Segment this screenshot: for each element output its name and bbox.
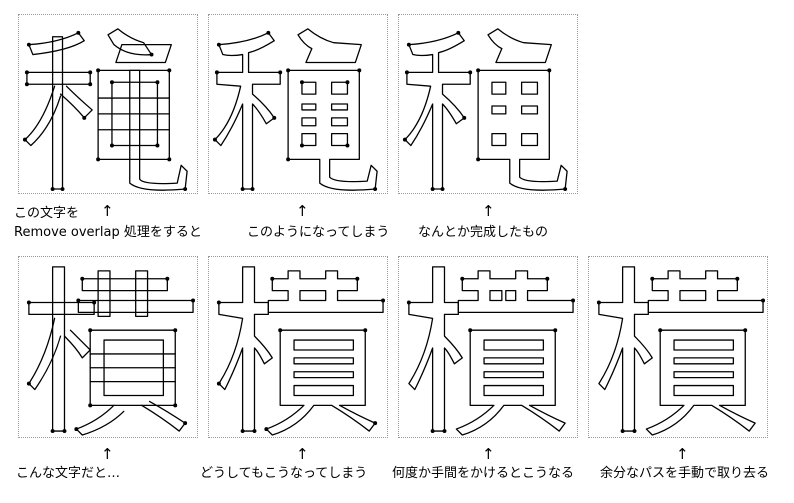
arrow-3: ↑ — [482, 202, 495, 220]
caption-row2-1: こんな文字だと… — [16, 466, 121, 481]
caption-row1-line1: この文字を — [14, 206, 80, 221]
kanji-outline-icon — [216, 266, 386, 436]
kanji-outline-icon — [26, 266, 196, 436]
arrow-2: ↑ — [296, 202, 309, 220]
glyph-panel-4 — [18, 256, 198, 438]
arrow-6: ↑ — [482, 445, 495, 463]
arrow-1: ↑ — [101, 202, 114, 220]
arrow-4: ↑ — [101, 445, 114, 463]
kanji-outline-icon — [22, 28, 188, 192]
glyph-panel-5 — [208, 256, 388, 438]
caption-row2-3: 何度か手間をかけるとこうなる — [392, 466, 575, 481]
caption-row2-2: どうしてもこうなってしまう — [200, 466, 368, 481]
kanji-outline-icon — [402, 28, 568, 192]
caption-row2-4: 余分なパスを手動で取り去る — [600, 466, 770, 481]
caption-row1-c: なんとか完成したもの — [418, 225, 549, 240]
kanji-outline-icon — [406, 266, 576, 436]
arrow-5: ↑ — [296, 445, 309, 463]
glyph-panel-2 — [208, 14, 388, 194]
caption-row1-b: このようになってしまう — [247, 225, 390, 240]
glyph-panel-6 — [398, 256, 578, 438]
glyph-panel-7 — [588, 256, 768, 438]
arrow-7: ↑ — [676, 445, 689, 463]
kanji-outline-icon — [596, 266, 766, 436]
kanji-outline-icon — [212, 28, 378, 192]
glyph-panel-1 — [18, 14, 198, 194]
glyph-panel-3 — [398, 14, 578, 194]
caption-row1-a: Remove overlap 処理をすると — [14, 225, 202, 240]
